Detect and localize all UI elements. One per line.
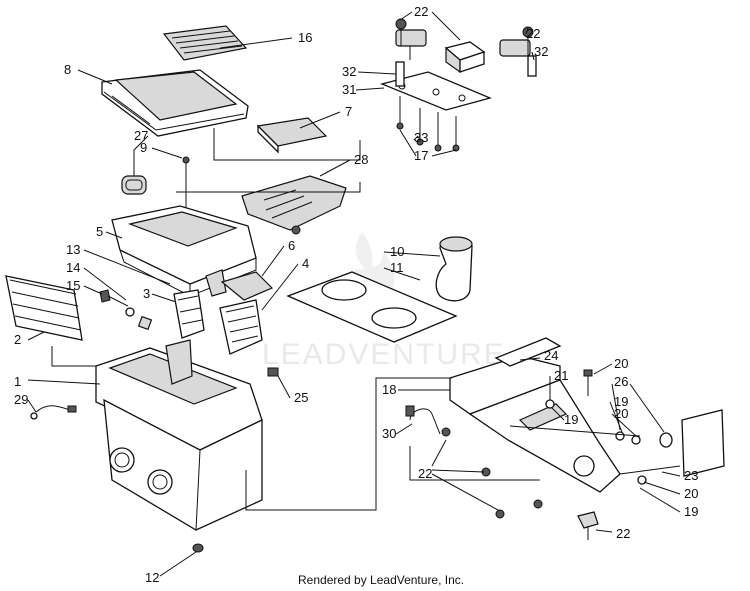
callout-label: 4 (302, 256, 309, 271)
connector-line-d (409, 446, 540, 481)
callout-label: 12 (145, 570, 159, 585)
callout-label: 1 (14, 374, 21, 389)
callout-label: 20 (614, 406, 628, 421)
callout-label: 3 (143, 286, 150, 301)
bolt-part-15 (99, 289, 129, 307)
side-panel-part-2 (5, 275, 83, 341)
footer-credit: Rendered by LeadVenture, Inc. (298, 573, 464, 587)
callout-label: 17 (414, 148, 428, 163)
filter-pad-part-7 (256, 117, 328, 154)
screw-part-9 (182, 156, 190, 212)
spacer-part-13 (137, 315, 153, 331)
gasket-part-3 (173, 289, 205, 339)
tube-part-30 (405, 405, 441, 435)
callout-label: 21 (554, 368, 568, 383)
mount-gasket-part-11 (286, 271, 458, 343)
filter-screen-part-16 (162, 25, 248, 61)
connector-line-b (51, 346, 96, 367)
callout-labels: 1 2 3 4 5 6 7 8 9 10 11 12 13 14 15 16 1… (14, 4, 698, 585)
callout-label: 32 (342, 64, 356, 79)
callout-label: 6 (288, 238, 295, 253)
solenoid-right (499, 26, 534, 58)
callout-label: 5 (96, 224, 103, 239)
callout-label: 22 (616, 526, 630, 541)
harness-part-29 (30, 405, 77, 420)
washers-part-19-20 (545, 399, 647, 485)
callout-label: 23 (684, 468, 698, 483)
callout-label: 20 (614, 356, 628, 371)
screws-part-33 (416, 108, 460, 152)
fastener-part-25 (267, 367, 279, 377)
connector-line-c (245, 377, 452, 511)
callout-label: 22 (414, 4, 428, 19)
bolt-part-21 (583, 369, 593, 396)
callout-label: 31 (342, 82, 356, 97)
connector-line-e (619, 465, 681, 475)
connector-line-a (176, 182, 361, 193)
callout-label: 28 (354, 152, 368, 167)
callout-label: 2 (14, 332, 21, 347)
callout-label: 8 (64, 62, 71, 77)
washer-part-14 (125, 307, 135, 317)
intake-boot-part-28 (241, 175, 347, 235)
callout-label: 14 (66, 260, 80, 275)
callout-label: 19 (564, 412, 578, 427)
solenoid-left (395, 18, 427, 60)
gasket-part-4 (219, 299, 263, 355)
grommet-part-27 (121, 175, 147, 195)
callout-label: 15 (66, 278, 80, 293)
cover-plate-part-23 (681, 409, 725, 477)
relay-box (444, 41, 486, 74)
callout-label: 11 (390, 260, 404, 275)
cap-part-26 (659, 432, 673, 448)
callout-label: 16 (298, 30, 312, 45)
callout-label: 25 (294, 390, 308, 405)
bracket-line-8-7 (213, 128, 361, 161)
filter-cover-part-8 (101, 69, 249, 137)
callout-label: 20 (684, 486, 698, 501)
callout-label: 32 (534, 44, 548, 59)
callout-label: 9 (140, 140, 147, 155)
callout-label: 22 (418, 466, 432, 481)
callout-label: 19 (614, 394, 628, 409)
callout-label: 27 (134, 128, 148, 143)
cap-part-12 (192, 543, 204, 553)
callout-label: 18 (382, 382, 396, 397)
callout-label: 19 (684, 504, 698, 519)
connector-line-f (509, 425, 641, 437)
upper-housing-part-5 (111, 205, 257, 297)
callout-label: 29 (14, 392, 28, 407)
callout-label: 13 (66, 242, 80, 257)
callout-label: 30 (382, 426, 396, 441)
airbox-base-part-1 (95, 339, 263, 531)
callout-label: 33 (414, 130, 428, 145)
callout-label: 22 (526, 26, 540, 41)
bolt-part-17 (396, 96, 404, 130)
callout-label: 10 (390, 244, 404, 259)
intake-duct-part-10 (435, 236, 473, 302)
callout-label: 7 (345, 104, 352, 119)
watermark-text: LEADVENTURE (262, 338, 506, 371)
flange-part-6 (220, 271, 274, 301)
plenum-part-18 (449, 355, 621, 493)
callout-label: 26 (614, 374, 628, 389)
leader-lines (27, 11, 681, 577)
gasket-part-24 (494, 337, 562, 367)
nuts-part-22 (441, 427, 599, 540)
callout-label: 24 (544, 348, 558, 363)
